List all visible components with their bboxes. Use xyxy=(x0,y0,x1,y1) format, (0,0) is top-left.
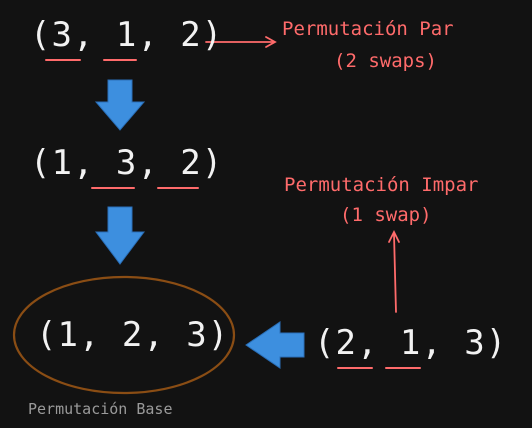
blue-arrow-left xyxy=(245,321,305,369)
base-ellipse xyxy=(12,275,236,395)
even-note-title: Permutación Par xyxy=(282,18,454,40)
tuple-middle: (1, 3, 2) xyxy=(30,143,224,183)
even-note-swaps: (2 swaps) xyxy=(334,50,437,72)
blue-arrow-down-2 xyxy=(95,206,145,265)
blue-arrow-down-1 xyxy=(94,79,146,131)
base-label: Permutación Base xyxy=(28,400,173,418)
tuple-start: (3, 1, 2) xyxy=(30,15,224,55)
arrow-to-even-note xyxy=(205,36,277,48)
tuple-right: (2, 1, 3) xyxy=(314,323,508,363)
odd-note-swaps: (1 swap) xyxy=(340,204,432,226)
tuple-base: (1, 2, 3) xyxy=(36,315,230,355)
odd-note-title: Permutación Impar xyxy=(284,174,479,196)
arrow-to-odd-note xyxy=(388,229,400,313)
